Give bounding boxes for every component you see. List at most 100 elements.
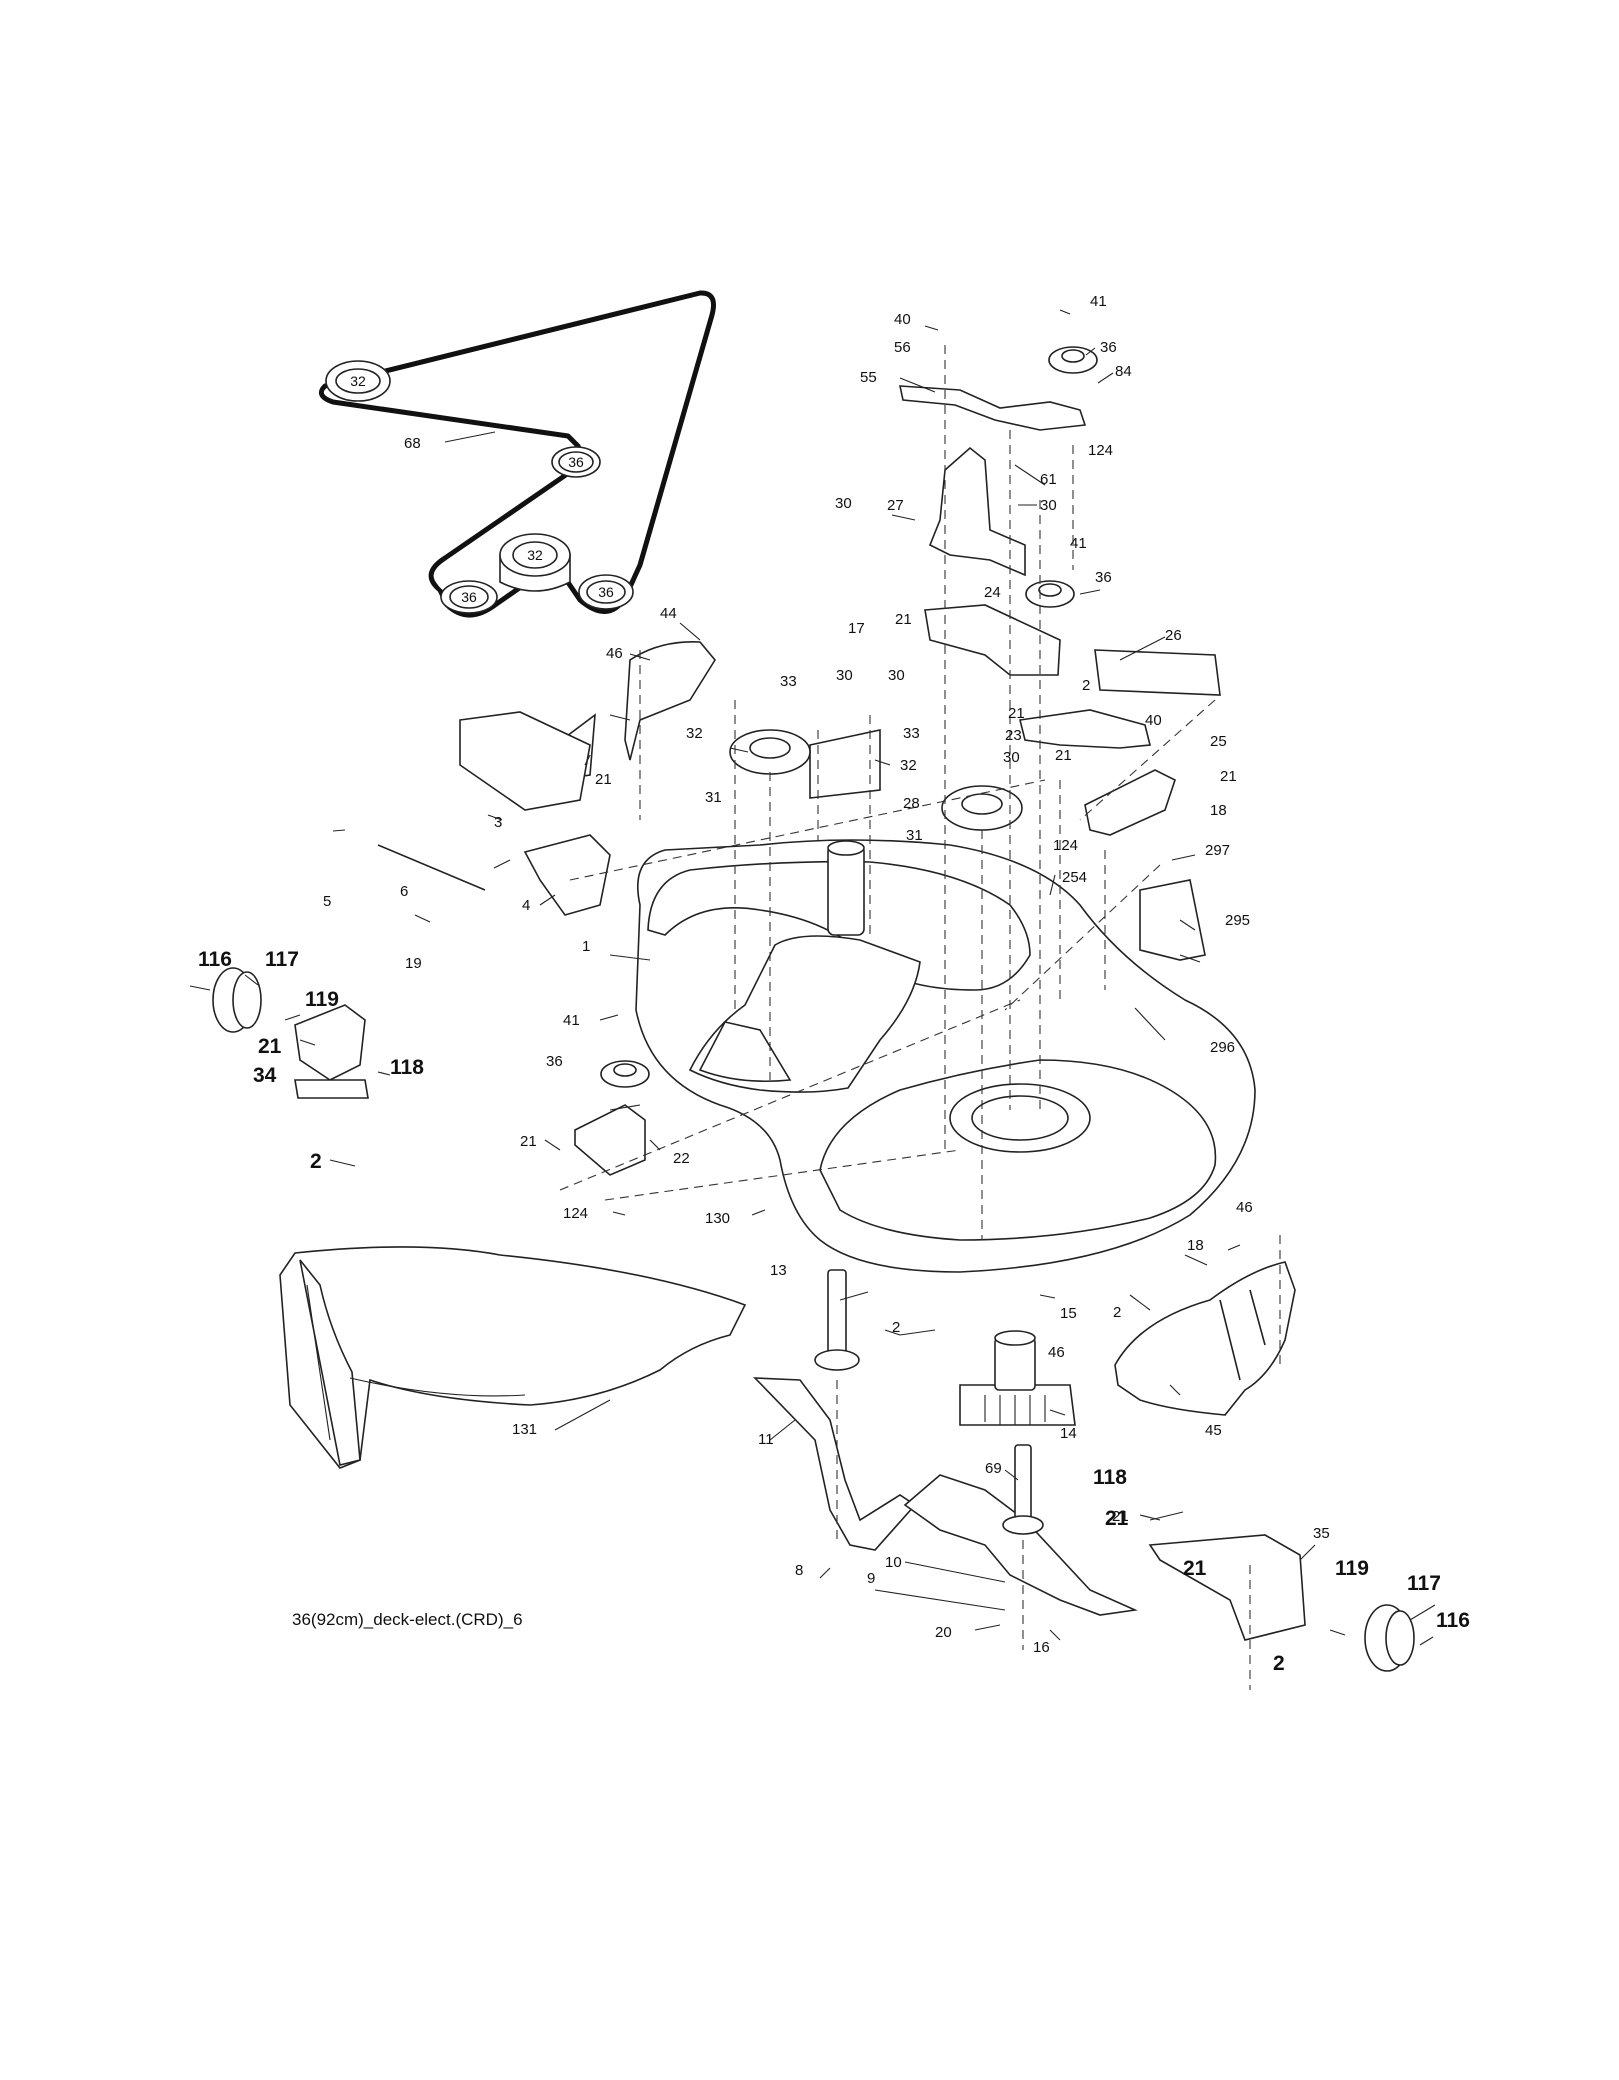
pulley-label: 36 — [598, 584, 614, 600]
callout-bold: 116 — [1436, 1609, 1470, 1632]
belt-pulley-b: 36 — [551, 446, 601, 478]
callout: 40 — [1145, 712, 1162, 729]
callout: 31 — [906, 827, 923, 844]
callout: 1 — [582, 938, 590, 955]
callout: 30 — [835, 495, 852, 512]
callout: 21 — [1008, 705, 1025, 722]
callout: 3 — [494, 814, 502, 831]
callout: 6 — [400, 883, 408, 900]
callout: 28 — [903, 795, 920, 812]
callout: 21 — [895, 611, 912, 628]
callout: 131 — [512, 1421, 537, 1438]
pulley-label: 36 — [568, 454, 584, 470]
belt-pulley-e: 36 — [578, 574, 634, 610]
callout: 40 — [894, 311, 911, 328]
callout: 4 — [522, 897, 530, 914]
callout: 41 — [1070, 535, 1087, 552]
callout: 23 — [1005, 727, 1022, 744]
belt-pulley-d: 36 — [440, 580, 498, 614]
callout: 11 — [758, 1431, 774, 1448]
spindle-housing — [959, 1330, 1076, 1426]
callout: 21 — [1220, 768, 1237, 785]
callout: 20 — [935, 1624, 952, 1641]
callout: 296 — [1210, 1039, 1235, 1056]
pulley-label: 36 — [461, 589, 477, 605]
callout: 124 — [1088, 442, 1113, 459]
callout: 24 — [984, 584, 1001, 601]
callout: 21 — [1112, 1508, 1129, 1525]
pulley-label: 32 — [350, 373, 366, 389]
callout: 46 — [606, 645, 623, 662]
callout: 32 — [686, 725, 703, 742]
belt-part-number: 68 — [404, 435, 421, 452]
callout-bold: 2 — [310, 1150, 322, 1173]
callout: 5 — [323, 893, 331, 910]
callout: 25 — [1210, 733, 1227, 750]
blades — [753, 1377, 1138, 1616]
callout: 46 — [1048, 1344, 1065, 1361]
callout: 19 — [405, 955, 422, 972]
callout: 56 — [894, 339, 911, 356]
callout: 84 — [1115, 363, 1132, 380]
callout: 297 — [1205, 842, 1230, 859]
callout: 27 — [887, 497, 904, 514]
belt-pulley-a: 32 — [325, 360, 391, 402]
callout: 31 — [705, 789, 722, 806]
callout: 124 — [563, 1205, 588, 1222]
callout: 46 — [1236, 1199, 1253, 1216]
assembly-lines — [559, 345, 1281, 1690]
callout: 21 — [595, 771, 612, 788]
callout: 14 — [1060, 1425, 1077, 1442]
callout: 17 — [848, 620, 865, 637]
callout: 21 — [520, 1133, 537, 1150]
callout-bold: 117 — [265, 948, 299, 971]
callout: 41 — [1090, 293, 1107, 310]
callout: 124 — [1053, 837, 1078, 854]
callout: 30 — [836, 667, 853, 684]
bold-callout-labels: 116 117 119 21 118 34 2 118 21 21 119 11… — [198, 948, 1470, 1675]
pulley-label: 32 — [527, 547, 543, 563]
callout: 33 — [780, 673, 797, 690]
callout: 30 — [888, 667, 905, 684]
callout-bold: 119 — [1335, 1557, 1369, 1580]
discharge-chute — [279, 1246, 747, 1469]
callout: 13 — [770, 1262, 787, 1279]
callout-bold: 34 — [253, 1064, 277, 1087]
callout: 69 — [985, 1460, 1002, 1477]
callout: 10 — [885, 1554, 902, 1571]
callout-bold: 117 — [1407, 1572, 1441, 1595]
callout: 45 — [1205, 1422, 1222, 1439]
callout-bold: 2 — [1273, 1652, 1285, 1675]
callout: 32 — [900, 757, 917, 774]
callout: 18 — [1187, 1237, 1204, 1254]
callout-bold: 21 — [1105, 1507, 1129, 1530]
rear-shield — [1114, 1261, 1296, 1416]
callout: 15 — [1060, 1305, 1077, 1322]
callout-bold: 119 — [305, 988, 339, 1011]
callout: 18 — [1210, 802, 1227, 819]
drive-belt — [318, 290, 716, 618]
diagram-caption: 36(92cm)_deck-elect.(CRD)_6 — [292, 1610, 523, 1629]
callout: 30 — [1003, 749, 1020, 766]
callout-bold: 118 — [390, 1056, 424, 1079]
callout-bold: 21 — [258, 1035, 282, 1058]
callout: 8 — [795, 1562, 803, 1579]
callout: 9 — [867, 1570, 875, 1587]
gauge-wheels — [212, 967, 1415, 1672]
spindle-shafts — [814, 1269, 1044, 1535]
callout: 22 — [673, 1150, 690, 1167]
belt-routing-diagram: 32 36 32 36 36 68 — [318, 290, 716, 618]
callout: 26 — [1165, 627, 1182, 644]
callout: 295 — [1225, 912, 1250, 929]
callout: 61 — [1040, 471, 1057, 488]
callout: 36 — [1100, 339, 1117, 356]
callout: 55 — [860, 369, 877, 386]
callout-bold: 118 — [1093, 1466, 1127, 1489]
callout-bold: 116 — [198, 948, 232, 971]
callout: 36 — [546, 1053, 563, 1070]
callout: 36 — [1095, 569, 1112, 586]
callout: 33 — [903, 725, 920, 742]
callout: 41 — [563, 1012, 580, 1029]
callout: 16 — [1033, 1639, 1050, 1656]
